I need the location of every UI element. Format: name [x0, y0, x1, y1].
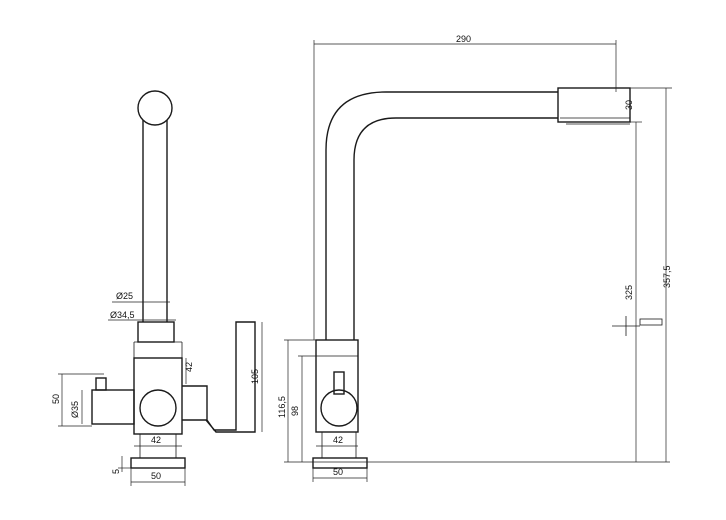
- side-lever-stub: [333, 371, 345, 395]
- side-body: [315, 339, 359, 433]
- dim-105-label: 105: [250, 369, 260, 384]
- dim-5-label: 5: [111, 469, 121, 474]
- dim-290-label: 290: [456, 34, 471, 44]
- spout-outer-edge: [325, 91, 558, 340]
- lever-handle: [182, 321, 256, 433]
- faucet-body: [133, 357, 183, 435]
- front-view: Ø25 Ø34,5 42 50 Ø35 42 5 50 105: [51, 90, 263, 486]
- dim-50-base-side-label: 50: [333, 467, 343, 477]
- cartridge-circle: [139, 389, 177, 427]
- dim-98-label: 98: [290, 406, 300, 416]
- dim-357-label: 357,5: [662, 265, 672, 288]
- left-outlet: [91, 389, 135, 425]
- center-mark-box: [639, 318, 663, 326]
- dim-50-base-front-label: 50: [151, 471, 161, 481]
- front-base: [130, 457, 186, 469]
- spout-inner-edge: [353, 117, 558, 340]
- side-cartridge-circle: [320, 389, 358, 427]
- dim-42-side-base-label: 42: [333, 435, 343, 445]
- dim-50-left-label: 50: [51, 394, 61, 404]
- dim-325-label: 325: [624, 285, 634, 300]
- dim-d35-label: Ø35: [70, 401, 80, 418]
- side-view: 290 30 325 357,5 116,5 98 42 50: [277, 34, 672, 482]
- swivel-collar: [137, 321, 175, 343]
- dim-d25-label: Ø25: [116, 291, 133, 301]
- dim-d34-label: Ø34,5: [110, 310, 135, 320]
- left-outlet-knob: [95, 377, 107, 391]
- dim-42-front-label: 42: [151, 435, 161, 445]
- spout-tip: [557, 87, 631, 123]
- spout-tip-circle: [137, 90, 173, 126]
- side-base: [312, 457, 368, 469]
- dim-30-label: 30: [624, 100, 634, 110]
- dim-42-side-label: 42: [184, 362, 194, 372]
- dim-116-label: 116,5: [277, 396, 287, 418]
